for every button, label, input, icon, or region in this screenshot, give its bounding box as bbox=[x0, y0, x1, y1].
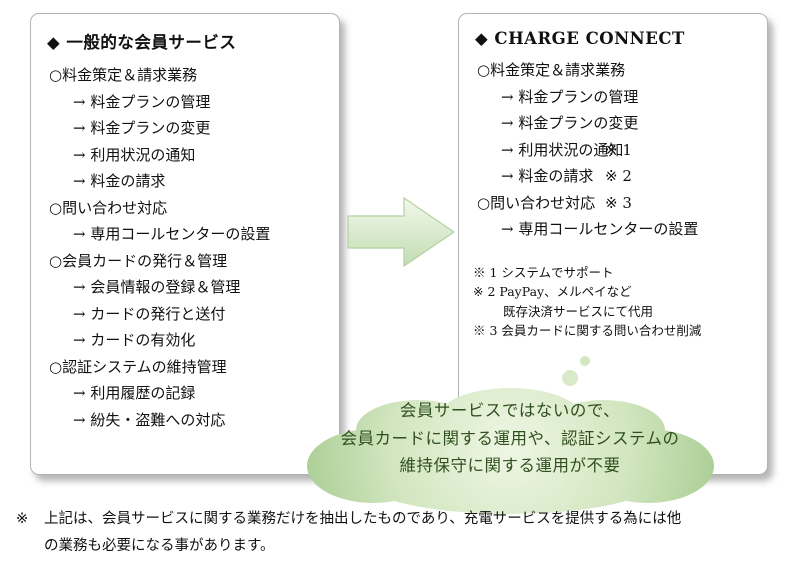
service-item: → 料金の請求 bbox=[73, 172, 166, 190]
footnote-line: ※ 1 システムでサポート bbox=[473, 264, 614, 280]
service-item-label: → 利用状況の通知 bbox=[501, 140, 624, 159]
charge-connect-footnotes: ※ 1 システムでサポート ※ 2 PayPay、メルペイなど 既存決済サービス… bbox=[473, 263, 753, 341]
service-item: → カードの発行と送付 bbox=[73, 304, 226, 323]
right-arrow-shape bbox=[347, 196, 456, 268]
service-item: ○会員カードの発行＆管理 bbox=[49, 251, 228, 270]
service-item-label: ○料金策定＆請求業務 bbox=[477, 61, 626, 79]
service-item: → 会員情報の登録＆管理 bbox=[73, 278, 241, 296]
service-item: → 料金プランの管理 bbox=[473, 84, 753, 111]
service-item-note: ※ 2 bbox=[605, 167, 632, 185]
page-footnote: ※ 上記は、会員サービスに関する業務だけを抽出したものであり、充電サービスを提供… bbox=[16, 506, 788, 560]
right-arrow-icon bbox=[347, 192, 456, 272]
service-item: ○問い合わせ対応 bbox=[49, 198, 168, 217]
cloud-shape bbox=[307, 356, 714, 514]
service-item: → 利用状況の通知 ※ 1 bbox=[473, 137, 753, 164]
service-item: → 料金プランの管理 bbox=[73, 92, 211, 111]
service-item: → 利用状況の通知 bbox=[73, 145, 196, 164]
footnote-marker: ※ bbox=[16, 511, 29, 527]
service-item: → 料金の請求 ※ 2 bbox=[473, 163, 753, 190]
service-item: → 専用コールセンターの設置 bbox=[473, 216, 753, 243]
service-item-label: → 料金プランの管理 bbox=[501, 87, 639, 106]
service-item: → 料金プランの変更 bbox=[73, 119, 211, 137]
service-item-label: → 料金の請求 bbox=[501, 167, 594, 185]
general-service-list: ○料金策定＆請求業務 → 料金プランの管理 → 料金プランの変更 → 利用状況の… bbox=[45, 62, 325, 433]
charge-connect-title: ◆ CHARGE CONNECT bbox=[475, 29, 685, 48]
thought-bubble-small bbox=[580, 356, 590, 366]
service-item: ○料金策定＆請求業務 bbox=[473, 57, 753, 84]
callout-cloud bbox=[298, 348, 722, 520]
service-item-note: ※ 1 bbox=[605, 140, 632, 159]
footnote-line: ※ 3 会員カードに関する問い合わせ削減 bbox=[473, 323, 702, 338]
footnote-text: 上記は、会員サービスに関する業務だけを抽出したものであり、充電サービスを提供する… bbox=[44, 506, 788, 560]
service-item-label: → 料金プランの変更 bbox=[501, 114, 639, 132]
service-item: → 紛失・盗難への対応 bbox=[73, 410, 226, 429]
service-item: ○料金策定＆請求業務 bbox=[49, 66, 198, 84]
footnote-line: ※ 2 PayPay、メルペイなど bbox=[473, 284, 632, 299]
cloud-message-line: 会員カードに関する運用や、認証システムの bbox=[340, 428, 680, 448]
service-item: → 料金プランの変更 bbox=[473, 110, 753, 137]
service-item: → カードの有効化 bbox=[73, 331, 196, 349]
charge-connect-list: ○料金策定＆請求業務 → 料金プランの管理 → 料金プランの変更 → 利用状況の… bbox=[473, 57, 753, 243]
footnote-line: 既存決済サービスにて代用 bbox=[503, 303, 654, 319]
service-item: ○問い合わせ対応 ※ 3 bbox=[473, 190, 753, 217]
thought-bubble-medium bbox=[562, 370, 578, 386]
service-item: → 利用履歴の記録 bbox=[73, 384, 196, 402]
service-item: → 専用コールセンターの設置 bbox=[73, 225, 271, 243]
cloud-message-line: 会員サービスではないので、 bbox=[399, 401, 621, 420]
general-service-panel: ◆ 一般的な会員サービス ○料金策定＆請求業務 → 料金プランの管理 → 料金プ… bbox=[30, 13, 340, 475]
general-service-title: ◆ 一般的な会員サービス bbox=[47, 33, 237, 52]
service-item-note: ※ 3 bbox=[605, 193, 632, 212]
footnote-text-line: の業務も必要になる事があります。 bbox=[44, 538, 275, 554]
cloud-message: 会員サービスではないので、 会員カードに関する運用や、認証システムの 維持保守に… bbox=[308, 397, 712, 480]
cloud-message-line: 維持保守に関する運用が不要 bbox=[399, 456, 621, 475]
service-item-label: → 専用コールセンターの設置 bbox=[501, 220, 699, 238]
service-item-label: ○問い合わせ対応 bbox=[477, 193, 596, 212]
service-item: ○認証システムの維持管理 bbox=[49, 357, 227, 376]
footnote-text-line: 上記は、会員サービスに関する業務だけを抽出したものであり、充電サービスを提供する… bbox=[44, 511, 682, 527]
